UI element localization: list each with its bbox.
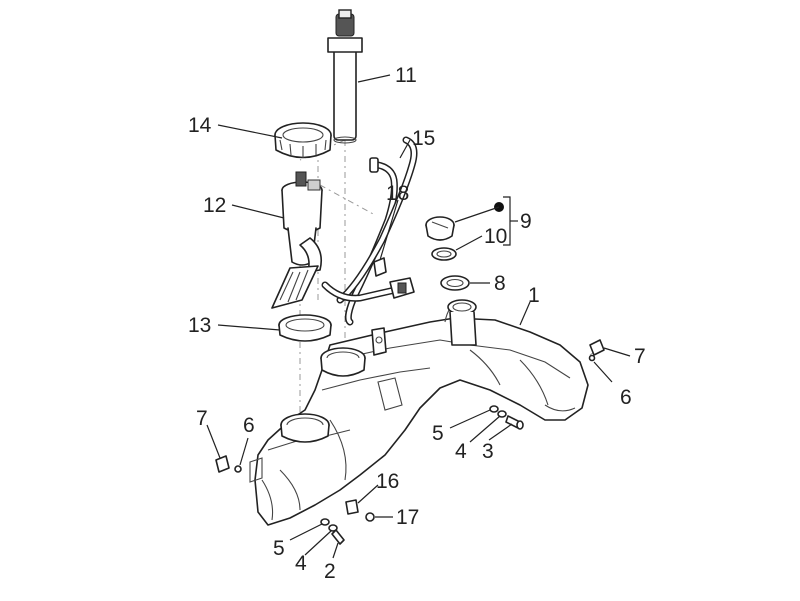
callout-6-left: 6 bbox=[243, 414, 255, 437]
callout-13: 13 bbox=[188, 314, 211, 337]
part-15-fuel-hose bbox=[336, 136, 418, 326]
part-16-spacer bbox=[345, 499, 359, 515]
callout-8: 8 bbox=[494, 272, 506, 295]
callout-2: 2 bbox=[324, 560, 336, 583]
callout-7-right: 7 bbox=[634, 345, 646, 368]
part-8-filler-seal bbox=[440, 275, 470, 291]
part-17-nut bbox=[365, 512, 375, 522]
part-11-level-sender bbox=[327, 9, 363, 144]
callout-11: 11 bbox=[395, 64, 417, 87]
callout-14: 14 bbox=[188, 114, 212, 137]
part-6-washer-right bbox=[588, 354, 596, 362]
part-6-washer-left bbox=[234, 465, 242, 473]
part-2-bolt bbox=[331, 529, 345, 545]
callout-labels: 11 14 15 12 18 9 10 8 1 13 7 6 7 6 5 4 3… bbox=[188, 64, 646, 583]
callout-5-upper: 5 bbox=[432, 422, 444, 445]
callout-4-lower: 4 bbox=[295, 552, 307, 575]
part-18-hose-connector bbox=[321, 257, 415, 302]
callout-7-left: 7 bbox=[196, 407, 208, 430]
part-1-fuel-tank bbox=[249, 299, 589, 526]
callout-3: 3 bbox=[482, 440, 494, 463]
callout-12: 12 bbox=[203, 194, 226, 217]
part-10-cap-gasket bbox=[431, 247, 457, 261]
part-13-seal-ring bbox=[278, 314, 332, 342]
part-14-ring-nut bbox=[274, 122, 332, 159]
callout-10: 10 bbox=[484, 225, 507, 248]
part-12-fuel-pump bbox=[271, 171, 323, 309]
callout-4-upper: 4 bbox=[455, 440, 467, 463]
part-3-bolt bbox=[505, 415, 524, 430]
part-7-clip-left bbox=[215, 455, 230, 473]
part-5-washer-lower bbox=[320, 518, 330, 526]
callout-9: 9 bbox=[520, 210, 532, 233]
leader-lines bbox=[206, 74, 631, 559]
part-4-spacer-upper bbox=[497, 410, 507, 418]
callout-18: 18 bbox=[386, 182, 409, 205]
part-9-filler-cap bbox=[425, 202, 504, 241]
callout-16: 16 bbox=[376, 470, 399, 493]
part-7-clip-right bbox=[589, 339, 605, 356]
callout-1: 1 bbox=[528, 284, 540, 307]
part-4-spacer-lower bbox=[328, 524, 338, 532]
part-5-washer-upper bbox=[489, 405, 499, 413]
callout-17: 17 bbox=[396, 506, 419, 529]
callout-5-lower: 5 bbox=[273, 537, 285, 560]
callout-6-right: 6 bbox=[620, 386, 632, 409]
callout-15: 15 bbox=[412, 127, 435, 150]
